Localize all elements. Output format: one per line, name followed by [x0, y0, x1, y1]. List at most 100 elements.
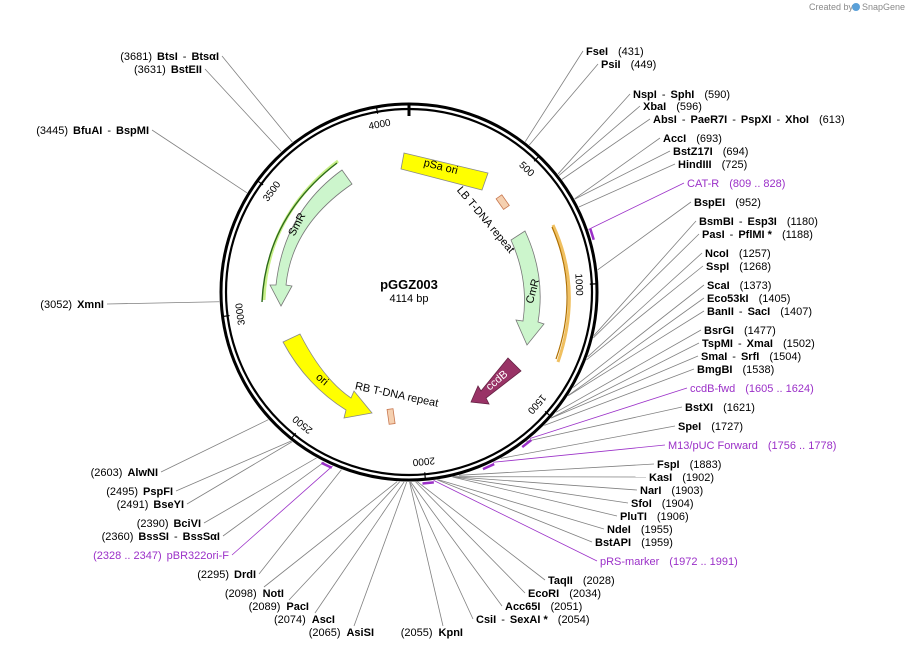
site-label[interactable]: (2491)BseYI	[117, 499, 184, 511]
site-label[interactable]: BstZ17I(694)	[673, 146, 748, 158]
smr-highlight-arc-inner	[261, 162, 338, 303]
site-label[interactable]: BanII-SacI(1407)	[707, 306, 812, 318]
feature-pSa-ori[interactable]: pSa ori	[400, 152, 489, 191]
tick-label: 2500	[290, 413, 315, 436]
site-labels: FseI(431)PsiI(449) NspI-SphI(590)XbaI(596…	[36, 46, 844, 639]
site-label[interactable]: SpeI(1727)	[678, 421, 743, 433]
leader-line	[587, 252, 703, 358]
site-label[interactable]: NspI-SphI(590)	[633, 89, 730, 101]
site-label[interactable]: (2089)PacI	[249, 601, 309, 613]
site-label[interactable]: PluTI(1906)	[620, 511, 689, 523]
site-label[interactable]: BstAPI(1959)	[595, 537, 673, 549]
leader-line	[409, 481, 474, 620]
primer-label[interactable]: M13/pUC Forward(1756 .. 1778)	[668, 440, 836, 452]
primer-mark	[589, 228, 595, 241]
site-label[interactable]: SmaI-SrfI(1504)	[701, 351, 801, 363]
leader-line	[557, 93, 631, 175]
site-label[interactable]: (3052)XmnI	[40, 299, 104, 311]
site-label[interactable]: (2603)AlwNI	[91, 467, 158, 479]
site-label[interactable]: NdeI(1955)	[607, 524, 673, 536]
leader-line	[409, 481, 444, 627]
site-label[interactable]: ScaI(1373)	[707, 280, 771, 292]
site-label[interactable]: (2098)NotI	[225, 588, 284, 600]
site-label[interactable]: FseI(431)	[586, 46, 644, 58]
credit-brand: SnapGene	[862, 2, 905, 12]
leader-line	[288, 481, 401, 601]
primer-label[interactable]: CAT-R(809 .. 828)	[687, 178, 785, 190]
leader-line	[593, 233, 700, 339]
leader-line	[438, 479, 605, 530]
leader-line	[417, 481, 546, 581]
leader-line	[258, 469, 342, 575]
feature-CmR[interactable]: CmR	[510, 230, 545, 346]
tick-mark	[533, 155, 541, 162]
primer-mark	[521, 439, 533, 449]
site-label[interactable]: NcoI(1257)	[705, 248, 771, 260]
site-label[interactable]: TaqII(2028)	[548, 575, 615, 587]
site-label[interactable]: CsiI-SexAI *(2054)	[476, 614, 590, 626]
tick-label: 2000	[412, 454, 436, 467]
site-label[interactable]: (2390)BciVI	[137, 518, 201, 530]
site-label[interactable]: (2360)BssSI-BssSαI	[102, 531, 220, 543]
site-label[interactable]: (2065)AsiSI	[309, 627, 374, 639]
site-label[interactable]: AbsI-PaeR7I-PspXI-XhoI(613)	[653, 114, 845, 126]
primer-label[interactable]: ccdB-fwd(1605 .. 1624)	[690, 383, 814, 395]
site-label[interactable]: (3681)BtsI-BtsαI	[120, 51, 219, 63]
snapgene-logo-icon	[852, 3, 860, 11]
tick-label: 3500	[261, 179, 283, 204]
leader-line	[453, 476, 638, 491]
leader-line	[574, 150, 671, 200]
leader-line	[529, 387, 688, 439]
tick-label: 3000	[234, 302, 248, 326]
leader-line	[204, 68, 282, 152]
feature-ccdB[interactable]: ccdB	[470, 357, 522, 405]
site-label[interactable]: XbaI(596)	[643, 101, 702, 113]
site-label[interactable]: PsiI(449)	[601, 59, 656, 71]
site-label[interactable]: BsrGI(1477)	[704, 325, 776, 337]
leader-line	[314, 481, 405, 614]
tick-label: 1500	[525, 392, 548, 416]
site-label[interactable]: SspI(1268)	[706, 261, 771, 273]
site-label[interactable]: KasI(1902)	[649, 472, 714, 484]
site-label[interactable]: (2074)AscI	[274, 614, 335, 626]
site-label[interactable]: HindIII(725)	[678, 159, 747, 171]
leader-line	[433, 480, 598, 562]
site-label[interactable]: BmgBI(1538)	[697, 364, 774, 376]
site-label[interactable]: Eco53kI(1405)	[707, 293, 790, 305]
site-label[interactable]: (3631)BstEII	[134, 64, 202, 76]
tick-label: 4000	[368, 118, 392, 133]
site-label[interactable]: (2055)KpnI	[401, 627, 463, 639]
site-label[interactable]: (2295)DrdI	[197, 569, 256, 581]
feature-label-LB-T-DNA-repeat: LB T-DNA repeat	[454, 184, 517, 255]
cmr-highlight-arc	[551, 224, 571, 363]
tick-label: 500	[516, 160, 536, 180]
site-label[interactable]: PasI-PflMI *(1188)	[702, 229, 813, 241]
tick-mark	[221, 314, 230, 318]
site-label[interactable]: BsmBI-Esp3I(1180)	[699, 216, 818, 228]
leader-line	[567, 310, 705, 397]
site-label[interactable]: (3445)BfuAI-BspMI	[36, 125, 149, 137]
leader-line	[263, 481, 398, 588]
feature-LB-T-DNA-repeat[interactable]: LB T-DNA repeat	[454, 184, 517, 255]
feature-RB-T-DNA-repeat[interactable]: RB T-DNA repeat	[354, 380, 439, 425]
feature-SmR[interactable]: SmR	[269, 169, 353, 307]
site-label[interactable]: AccI(693)	[663, 133, 722, 145]
feature-label-RB-T-DNA-repeat: RB T-DNA repeat	[354, 380, 439, 409]
site-label[interactable]: EcoRI(2034)	[528, 588, 601, 600]
site-label[interactable]: SfoI(1904)	[631, 498, 694, 510]
tick-mark	[544, 410, 552, 418]
site-label[interactable]: TspMI-XmaI(1502)	[702, 338, 815, 350]
feature-ori[interactable]: ori	[282, 333, 373, 419]
site-label[interactable]: NarI(1903)	[640, 485, 703, 497]
site-label[interactable]: BstXI(1621)	[685, 402, 755, 414]
primer-label[interactable]: (2328 .. 2347)pBR322ori-F	[93, 550, 229, 562]
leader-line	[151, 129, 248, 194]
site-label[interactable]: (2495)PspFI	[106, 486, 173, 498]
site-label[interactable]: FspI(1883)	[657, 459, 721, 471]
tick-mark	[375, 105, 379, 114]
site-label[interactable]: BspEI(952)	[694, 197, 761, 209]
primer-label[interactable]: pRS-marker(1972 .. 1991)	[600, 556, 738, 568]
tick-mark	[290, 432, 297, 440]
site-label[interactable]: Acc65I(2051)	[505, 601, 582, 613]
plasmid-size: 4114 bp	[390, 293, 429, 305]
